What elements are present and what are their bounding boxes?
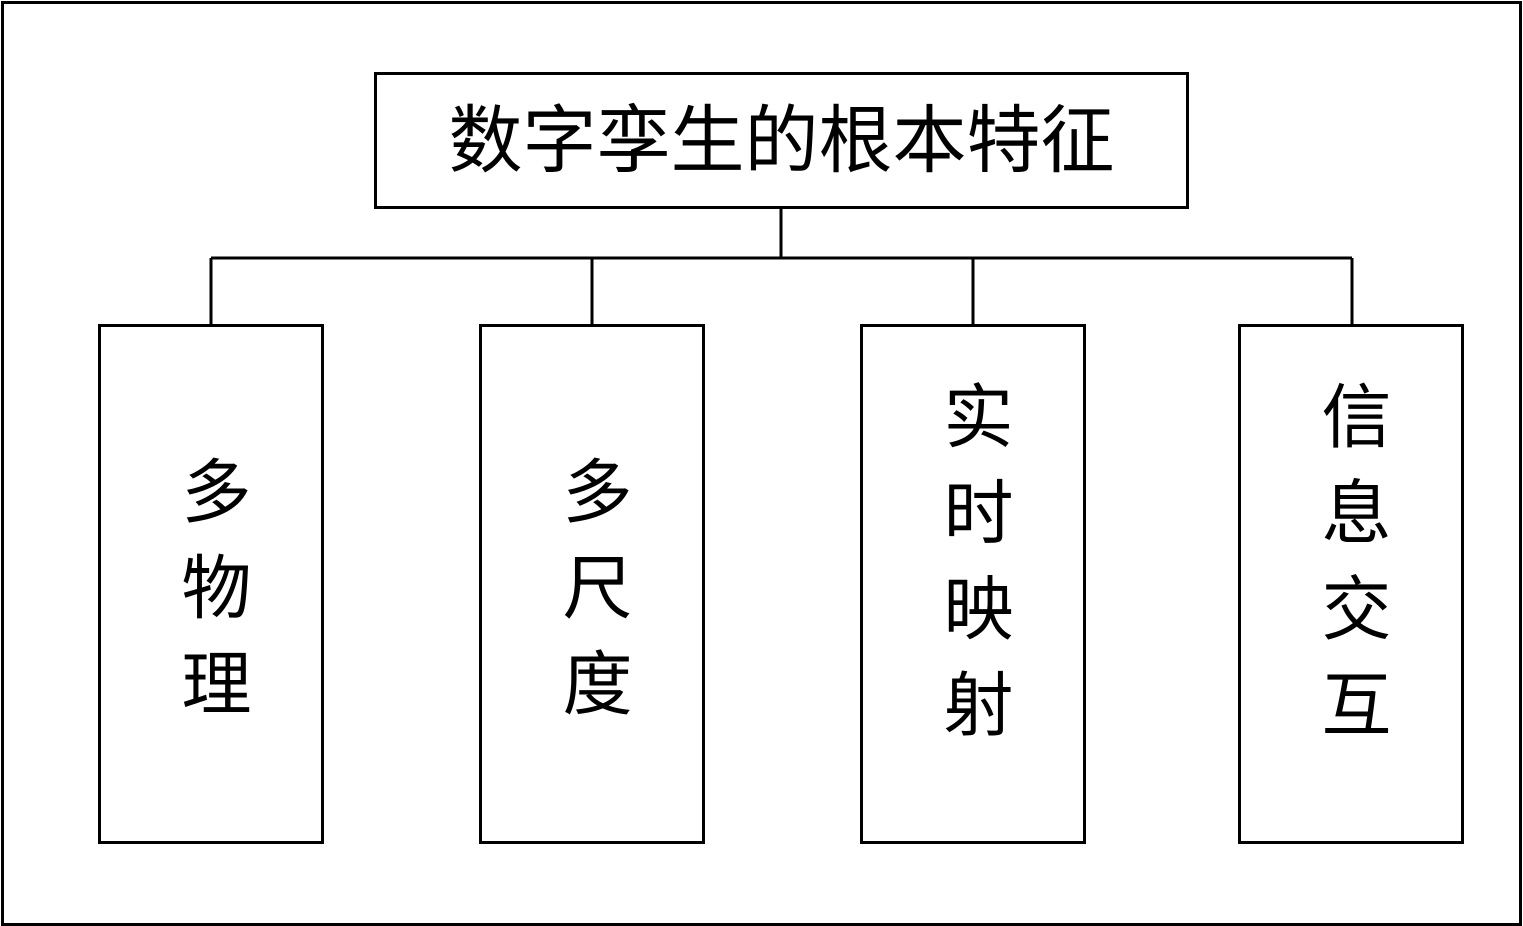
- root-node: 数字孪生的根本特征: [374, 72, 1189, 209]
- child-node-label: 实时映射: [932, 380, 1014, 764]
- root-node-label: 数字孪生的根本特征: [448, 97, 1115, 184]
- child-node-label: 信息交互: [1310, 380, 1392, 764]
- child-node-label: 多物理: [170, 455, 252, 743]
- child-node-multiphysics: 多物理: [98, 324, 324, 844]
- child-node-label: 多尺度: [551, 455, 633, 743]
- child-node-info-interaction: 信息交互: [1238, 324, 1464, 844]
- child-node-realtime-mapping: 实时映射: [860, 324, 1086, 844]
- child-node-multiscale: 多尺度: [479, 324, 705, 844]
